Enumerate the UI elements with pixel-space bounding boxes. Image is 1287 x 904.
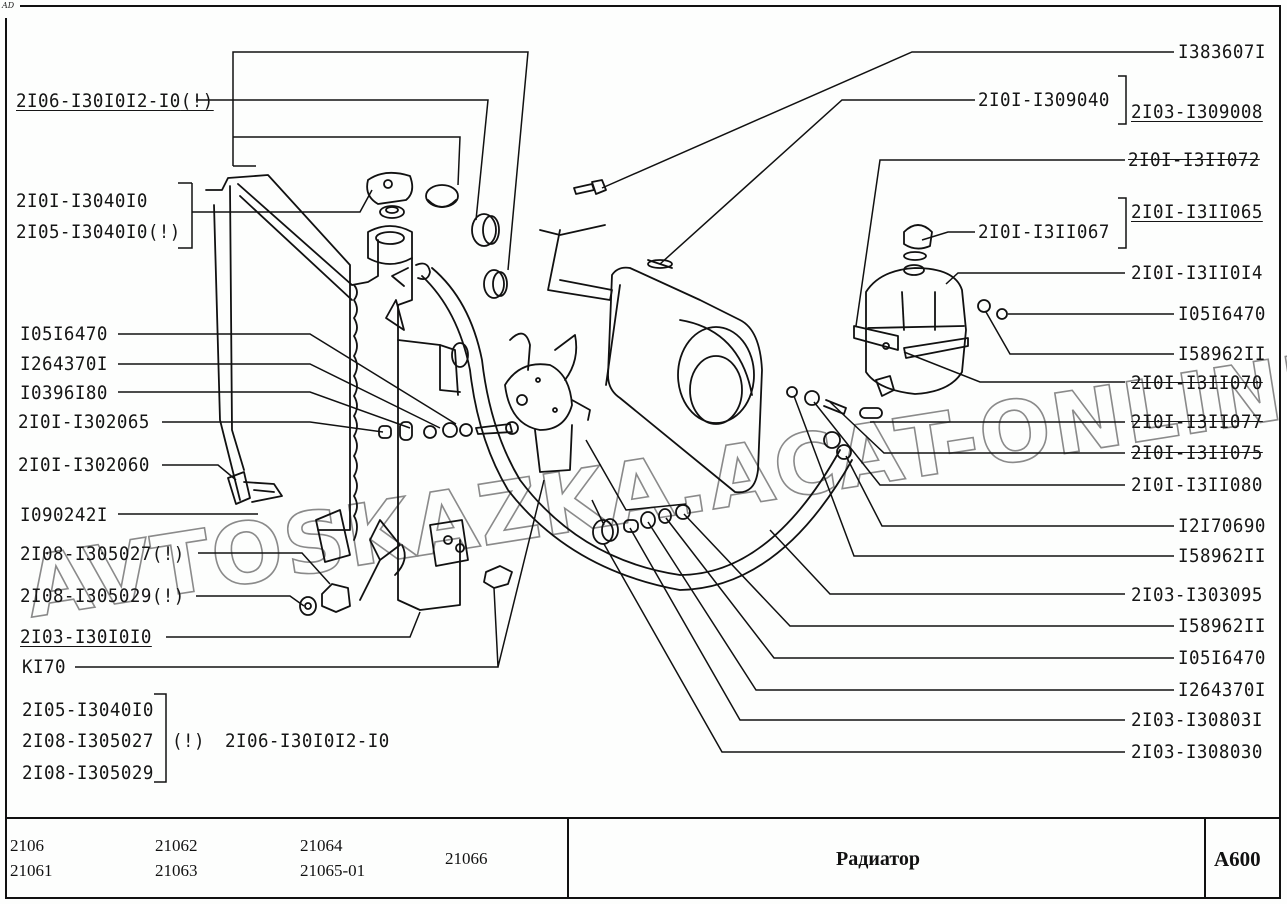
part-number: 2I08-I305027 [20, 543, 152, 565]
thermo-switch-drawing [299, 565, 513, 616]
callout-label-right: I58962II [1178, 343, 1266, 365]
callout-label-right: 2I0I-I309040 [978, 89, 1110, 111]
callout-label-right: 2I0I-I3II070 [1131, 372, 1263, 394]
drain-tap-drawing [227, 471, 283, 505]
callout-label-right: I383607I [1178, 41, 1266, 63]
interchange-marker: (!) [151, 585, 185, 607]
part-number: 2I05-I3040I0 [16, 221, 148, 243]
model-code: 21065-01 [300, 861, 366, 880]
callout-label-left: 2I05-I3040I0(!) [16, 221, 181, 243]
callout-label-left: 2I0I-I302065 [18, 411, 150, 433]
model-code: 21063 [155, 861, 198, 880]
callout-label-left: I090242I [20, 504, 108, 526]
fan-shroud-drawing [605, 259, 763, 494]
model-code: 21064 [300, 836, 343, 855]
callout-label-right: 2I0I-I3II065 [1131, 201, 1263, 223]
leader-lines [75, 51, 1174, 783]
expansion-tank-drawing [786, 224, 1008, 460]
fastener-row-left-drawing [378, 421, 519, 441]
rubber-plugs-drawing [425, 184, 508, 299]
callout-label-right: 2I03-I308030 [1131, 741, 1263, 763]
note-replacement: 2I06-I30I0I2-I0 [225, 730, 390, 752]
callout-label-right: I264370I [1178, 679, 1266, 701]
callout-label-right: I58962II [1178, 615, 1266, 637]
bolt-drawing [573, 179, 607, 195]
note-item: 2I08-I305029 [22, 762, 154, 784]
callout-label-left: 2I0I-I302060 [18, 454, 150, 476]
sheet-title: Радиатор [836, 848, 921, 870]
fan-motor-drawing [504, 224, 613, 473]
sheet-code: A600 [1214, 847, 1261, 871]
callout-label-right: I05I6470 [1178, 647, 1266, 669]
radiator-drawing [205, 174, 469, 611]
callout-label-right: 2I0I-I3II0I4 [1131, 262, 1263, 284]
model-code: 21066 [445, 849, 488, 868]
part-number: 2I06-I30I0I2-I0 [16, 90, 181, 112]
callout-label-left: I0396I80 [20, 382, 108, 404]
interchange-marker: (!) [180, 90, 214, 112]
callout-label-left: I05I6470 [20, 323, 108, 345]
part-number: 2I08-I305029 [20, 585, 152, 607]
callout-label-right: I05I6470 [1178, 303, 1266, 325]
callout-label-right: 2I0I-I3II080 [1131, 474, 1263, 496]
callout-label-right: I2I70690 [1178, 515, 1266, 537]
callout-label-right: 2I0I-I3II067 [978, 221, 1110, 243]
note-item: 2I05-I3040I0 [22, 699, 154, 721]
callout-label-right: 2I03-I303095 [1131, 584, 1263, 606]
callout-label-left: 2I06-I30I0I2-I0(!) [16, 90, 214, 112]
sheet-frame [5, 5, 1281, 899]
callout-label-left: 2I08-I305027(!) [20, 543, 185, 565]
interchange-marker: (!) [151, 543, 185, 565]
corner-mark: AD [2, 1, 15, 10]
callout-label-right: 2I03-I309008 [1131, 101, 1263, 123]
model-code: 2106 [10, 836, 44, 855]
model-code: 21061 [10, 861, 53, 880]
callout-label-right: 2I03-I30803I [1131, 709, 1263, 731]
interchange-marker: (!) [147, 221, 181, 243]
radiator-cap-drawing [366, 171, 414, 219]
model-code: 21062 [155, 836, 198, 855]
callout-label-right: 2I0I-I3II077 [1131, 411, 1263, 433]
callout-label-left: I264370I [20, 353, 108, 375]
callout-label-left: 2I0I-I3040I0 [16, 190, 148, 212]
note-marker: (!) [172, 730, 205, 752]
callout-label-right: 2I0I-I3II072 [1128, 149, 1260, 171]
callout-label-left: 2I08-I305029(!) [20, 585, 185, 607]
note-item: 2I08-I305027 [22, 730, 154, 752]
callout-label-right: 2I0I-I3II075 [1131, 442, 1263, 464]
callout-label-right: I58962II [1178, 545, 1266, 567]
callout-label-left: 2I03-I30I0I0 [20, 626, 152, 648]
callout-label-left: KI70 [22, 656, 66, 678]
